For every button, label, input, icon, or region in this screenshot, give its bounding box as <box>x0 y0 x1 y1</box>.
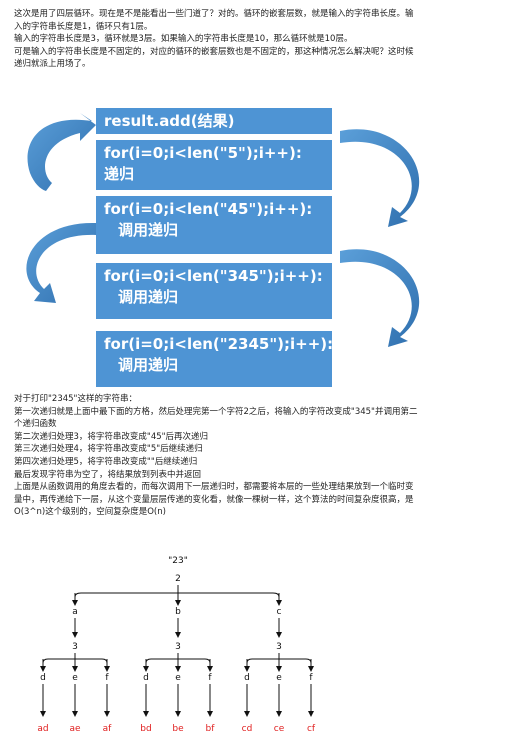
explain-line: O(3^n)这个级别的，空间复杂度是O(n) <box>14 507 166 518</box>
tree-leaf: cf <box>307 724 316 734</box>
tree-leaf: bf <box>206 724 216 734</box>
explain-line: 最后发现字符串为空了，将结果放到列表中并返回 <box>14 469 202 480</box>
tree-level3-node: f <box>105 673 109 683</box>
result-box: result.add(结果) <box>96 108 332 134</box>
explain-line: 第二次递归处理3，将字符串改变成"45"后再次递归 <box>14 431 209 442</box>
loop-box-5: for(i=0;i<len("5");i++): 递归 <box>96 140 332 190</box>
tree-level3-node: d <box>143 673 149 683</box>
tree-root-label: "23" <box>168 556 188 566</box>
loop-box-2345: for(i=0;i<len("2345");i++): 调用递归 <box>96 331 334 387</box>
explain-line: 个递归函数 <box>14 419 57 430</box>
box-line1: for(i=0;i<len("2345");i++): <box>104 335 334 353</box>
box-line2: 调用递归 <box>118 221 179 239</box>
intro-paragraph: 这次是用了四层循环。现在是不是能看出一些门道了？对的。循环的嵌套层数，就是输入的… <box>14 8 498 71</box>
box-line1: for(i=0;i<len("45");i++): <box>104 200 313 218</box>
explain-line: 第一次递归就是上面中最下面的方格，然后处理完第一个字符2之后，将输入的字符改变成… <box>14 406 418 417</box>
tree-level3-node: d <box>244 673 250 683</box>
tree-level3-node: e <box>175 673 181 683</box>
loop-box-45: for(i=0;i<len("45");i++): 调用递归 <box>96 196 332 254</box>
tree-leaf: ad <box>37 724 48 734</box>
explain-line: 量中，再传递给下一层，从这个变量层层传递的变化看，就像一棵树一样，这个算法的时间… <box>14 494 414 505</box>
tree-level3-node: d <box>40 673 46 683</box>
tree-level3-node: f <box>309 673 313 683</box>
tree-branch <box>74 585 280 601</box>
tree-leaf: ae <box>69 724 81 734</box>
explain-line: 对于打印"2345"这样的字符串： <box>14 394 137 404</box>
intro-line: 这次是用了四层循环。现在是不是能看出一些门道了？对的。循环的嵌套层数，就是输入的… <box>14 9 414 19</box>
tree-leaf: af <box>103 724 113 734</box>
tree-level2-digit: 3 <box>175 642 181 652</box>
explain-line: 第四次递归处理5，将字符串改变成""后继续递归 <box>14 456 198 467</box>
tree-diagram: "23" 2 a 3 d ad e ae f af b 3 d bd e be f bf c 3 d cd e ce f cf <box>0 553 508 745</box>
box-line2: 递归 <box>104 165 135 183</box>
tree-root-digit: 2 <box>175 574 181 584</box>
tree-level1-node: a <box>72 607 78 617</box>
curved-arrows <box>26 113 420 347</box>
tree-svg: "23" 2 a 3 d ad e ae f af b 3 d bd e be f bf c 3 d cd e ce f cf <box>37 556 316 734</box>
box-line2: 调用递归 <box>118 288 179 306</box>
left-arrow-top-icon <box>27 113 96 191</box>
tree-leaf: cd <box>242 724 253 734</box>
tree-level1-node: c <box>277 607 282 617</box>
loop-box-345: for(i=0;i<len("345");i++): 调用递归 <box>96 263 332 319</box>
intro-line: 可是输入的字符串长度是不固定的，对应的循环的嵌套层数也是不固定的，那这种情况怎么… <box>14 46 414 57</box>
tree-level3-node: e <box>72 673 78 683</box>
explain-line: 第三次递归处理4，将字符串改变成"5"后继续递归 <box>14 444 203 455</box>
box-line1: result.add(结果) <box>104 112 235 130</box>
left-arrow-middle-icon <box>26 222 96 303</box>
intro-line: 入的字符串长度是1，循环只有1层。 <box>14 21 153 32</box>
tree-level3-node: e <box>276 673 282 683</box>
right-arrow-1-icon <box>340 129 420 227</box>
explain-paragraph: 对于打印"2345"这样的字符串： 第一次递归就是上面中最下面的方格，然后处理完… <box>14 393 498 519</box>
box-line1: for(i=0;i<len("345");i++): <box>104 267 323 285</box>
box-line2: 调用递归 <box>118 356 179 374</box>
tree-level2-digit: 3 <box>276 642 282 652</box>
tree-leaf: be <box>172 724 184 734</box>
right-arrow-2-icon <box>340 249 420 347</box>
tree-level2-digit: 3 <box>72 642 78 652</box>
intro-line: 递归就派上用场了。 <box>14 59 91 70</box>
tree-level1-node: b <box>175 607 181 617</box>
intro-line: 输入的字符串长度是3，循环就是3层。如果输入的字符串长度是10，那么循环就是10… <box>14 34 353 45</box>
tree-leaf: ce <box>274 724 285 734</box>
box-line1: for(i=0;i<len("5");i++): <box>104 144 302 162</box>
tree-leaf: bd <box>140 724 151 734</box>
explain-line: 上面是从函数调用的角度去看的，而每次调用下一层递归时，都需要将本层的一些处理结果… <box>14 482 414 493</box>
tree-level3-node: f <box>208 673 212 683</box>
recursion-diagram: result.add(结果) for(i=0;i<len("5");i++): … <box>0 103 508 390</box>
